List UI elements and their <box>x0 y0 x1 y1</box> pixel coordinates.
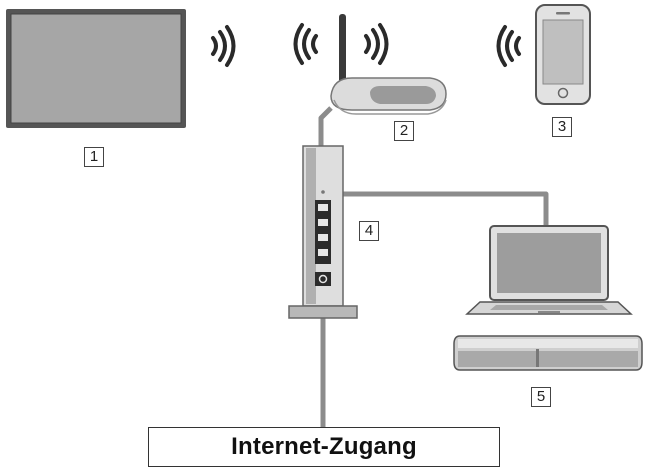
callout-recorder-and-laptop: 5 <box>531 387 551 407</box>
callout-wireless-router: 2 <box>394 121 414 141</box>
wifi-waves-icon <box>211 25 236 67</box>
wifi-waves-icon <box>364 23 389 65</box>
internet-access-label: Internet-Zugang <box>231 433 417 460</box>
smartphone-icon <box>535 4 591 105</box>
wifi-waves-icon <box>496 25 521 67</box>
callout-modem: 4 <box>359 221 379 241</box>
callout-tv: 1 <box>84 147 104 167</box>
callout-smartphone: 3 <box>552 117 572 137</box>
cable-modem-to-laptop <box>340 191 549 228</box>
laptop-icon <box>465 225 633 315</box>
cable-modem-to-router <box>318 106 333 146</box>
cables <box>318 106 549 428</box>
tv-icon <box>6 9 186 128</box>
recorder-icon <box>453 335 643 371</box>
wifi-waves-icon <box>293 23 318 65</box>
modem-icon <box>288 145 358 319</box>
internet-access-box: Internet-Zugang <box>148 427 500 467</box>
wireless-router-icon <box>330 14 447 115</box>
